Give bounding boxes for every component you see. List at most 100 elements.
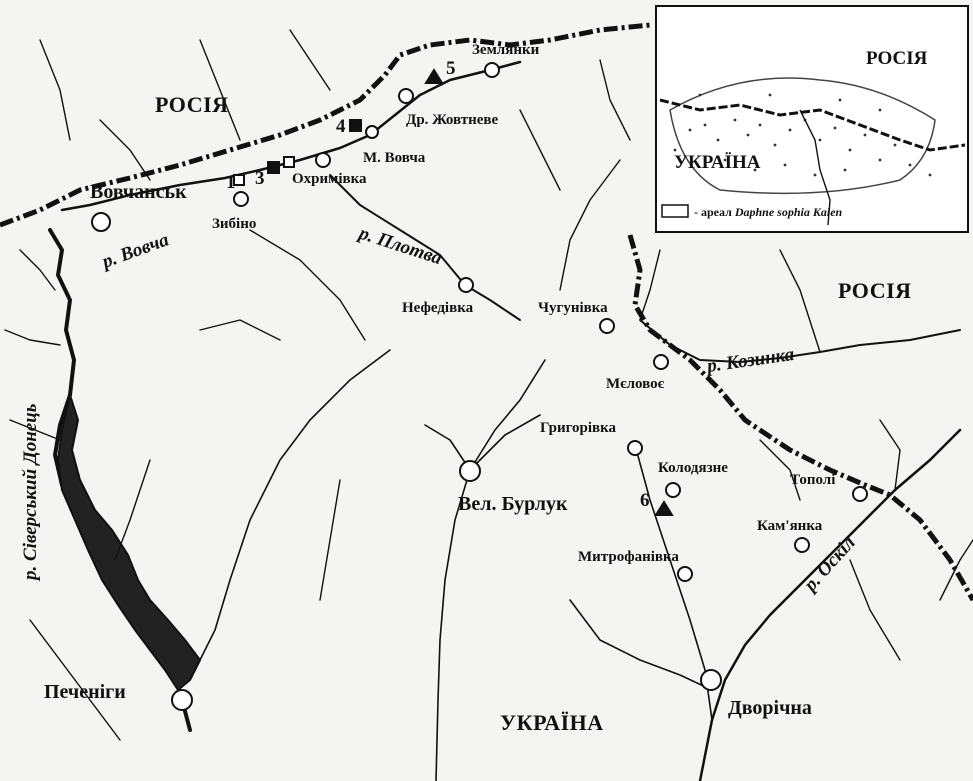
town-marker-pechenihy: [171, 689, 193, 711]
village-marker-dr-zhovtneve: [398, 88, 414, 104]
village-marker-zemlianky: [484, 62, 500, 78]
site-numbers: 1 3 4 5 6: [226, 58, 650, 511]
stream: [114, 459, 151, 561]
label-m-vovcha: М. Вовча: [363, 150, 426, 166]
settlement-markers: [91, 62, 868, 711]
label-mytrofanivka: Митрофанівка: [578, 549, 679, 565]
river-oskil: [698, 428, 962, 781]
stream: [4, 329, 61, 346]
inset-map: РОСІЯ УКРАЇНА - ареал Daphne sophia Kale…: [655, 5, 969, 233]
inset-legend-text: - ареал Daphne sophia Kalen: [694, 205, 843, 219]
state-border: [627, 234, 973, 602]
village-marker-okhrymivka: [315, 152, 331, 168]
stream: [99, 119, 151, 181]
label-zybino: Зибіно: [212, 216, 256, 232]
inset-legend-swatch: [661, 204, 689, 218]
river-label-donets: р. Сіверський Донець: [20, 403, 41, 582]
village-marker-m-vovcha: [365, 125, 379, 139]
label-kamianka: Кам'янка: [757, 518, 823, 534]
site-marker-filled-square: [349, 119, 362, 132]
village-marker-melovoe: [653, 354, 669, 370]
label-dr-zhovtneve: Др. Жовтневе: [406, 112, 498, 128]
inset-legend-prefix: - ареал: [694, 205, 732, 219]
river-label-kozynka: р. Козинка: [704, 344, 796, 377]
settlement-labels: Вовчанськ Зибіно Охримівка М. Вовча Др. …: [44, 42, 835, 719]
label-vel-burluk: Вел. Бурлук: [458, 493, 568, 515]
site-markers: [233, 68, 674, 516]
stream: [39, 39, 71, 141]
stream: [199, 319, 281, 341]
stream: [424, 424, 471, 471]
river-plotva: [329, 174, 521, 321]
label-kolodiazne: Колодязне: [658, 460, 728, 476]
site-marker-triangle: [654, 500, 674, 516]
label-pechenihy: Печеніги: [44, 681, 126, 703]
inset-frame: [655, 5, 969, 233]
stream: [939, 539, 973, 601]
country-label-russia-right: РОСІЯ: [838, 278, 912, 303]
label-melovoe: Мєловоє: [606, 376, 665, 392]
town-marker-vovchansk: [91, 212, 111, 232]
inset-label-ukraine: УКРАЇНА: [674, 152, 761, 173]
site-marker-filled-square: [267, 161, 280, 174]
country-label-russia-left: РОСІЯ: [155, 92, 229, 117]
village-marker-kolodiazne: [665, 482, 681, 498]
village-marker-kamianka: [794, 537, 810, 553]
site-number-3: 3: [255, 168, 265, 189]
label-chuhunivka: Чугунівка: [538, 300, 608, 316]
label-hryhorivka: Григорівка: [540, 420, 617, 436]
site-marker-open-square: [283, 156, 295, 168]
stream: [569, 599, 713, 691]
town-marker-dvorichna: [700, 669, 722, 691]
village-marker-nefedivka: [458, 277, 474, 293]
stream: [519, 109, 561, 191]
label-vovchansk: Вовчанськ: [90, 181, 187, 203]
stream: [849, 559, 901, 661]
stream: [199, 349, 391, 661]
stream: [559, 159, 621, 291]
inset-legend-species: Daphne sophia Kalen: [734, 205, 843, 219]
label-topoli: Тополі: [790, 472, 835, 488]
stream: [249, 229, 366, 341]
river-kozynka: [639, 319, 961, 363]
inset-label-russia: РОСІЯ: [866, 48, 928, 69]
stream: [319, 479, 341, 601]
stream: [639, 249, 661, 321]
inset-river: [799, 109, 831, 226]
stream: [19, 249, 56, 291]
label-zemlianky: Землянки: [472, 42, 540, 58]
village-marker-topoli: [852, 486, 868, 502]
label-nefedivka: Нефедівка: [402, 300, 474, 316]
site-marker-open-square: [233, 174, 245, 186]
stream: [29, 619, 121, 741]
site-number-5: 5: [446, 58, 456, 79]
country-label-ukraine: УКРАЇНА: [500, 710, 604, 735]
site-marker-triangle: [424, 68, 444, 84]
stream: [759, 439, 801, 501]
stream: [9, 419, 61, 441]
stream: [779, 249, 821, 353]
village-marker-mytrofanivka: [677, 566, 693, 582]
village-marker-hryhorivka: [627, 440, 643, 456]
stream: [435, 359, 546, 781]
stream: [289, 29, 331, 91]
reservoir: [57, 394, 201, 691]
stream: [599, 59, 631, 141]
stream: [199, 39, 241, 141]
river-label-vovcha: р. Вовча: [98, 229, 172, 273]
village-marker-chuhunivka: [599, 318, 615, 334]
inset-border: [659, 98, 966, 152]
state-border: [0, 22, 651, 228]
site-number-1: 1: [226, 172, 236, 193]
inset-range-area: [669, 77, 936, 195]
town-marker-vel-burluk: [459, 460, 481, 482]
label-okhrymivka: Охримівка: [292, 171, 367, 187]
stream: [469, 414, 541, 471]
site-number-6: 6: [640, 490, 650, 511]
village-marker-zybino: [233, 191, 249, 207]
stream: [879, 419, 901, 491]
site-number-4: 4: [336, 116, 346, 137]
label-dvorichna: Дворічна: [728, 697, 812, 719]
